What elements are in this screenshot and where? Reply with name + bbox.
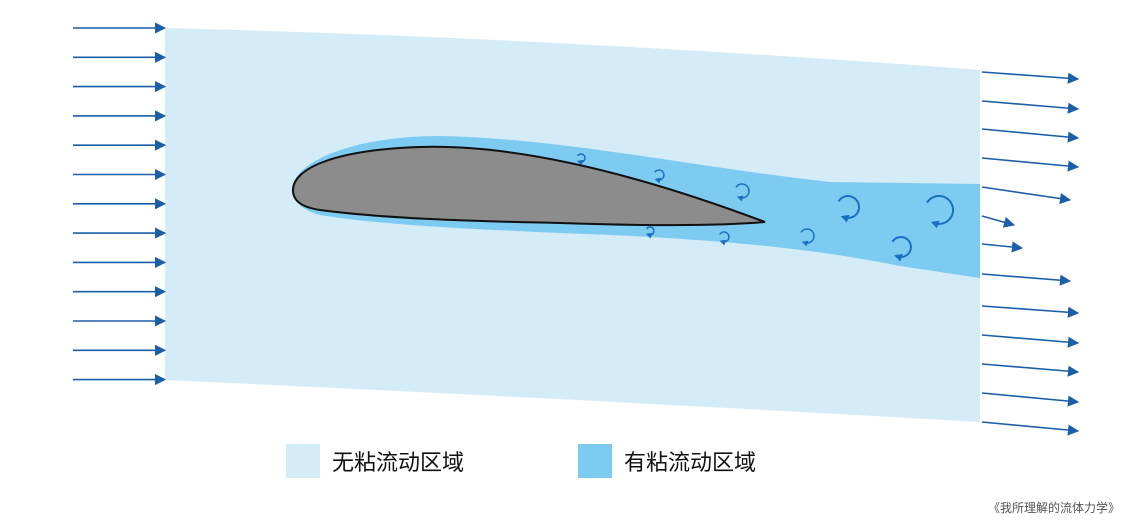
airfoil-shape (291, 145, 766, 227)
arrow-right-icon (981, 273, 1072, 286)
wake-vortices (576, 153, 955, 262)
airflow-diagram (73, 22, 1080, 436)
arrow-right-icon (981, 392, 1080, 407)
vortex-icon (800, 228, 815, 247)
arrow-right-icon (981, 421, 1080, 436)
arrow-right-icon (981, 241, 1024, 253)
legend-viscous-label: 有粘流动区域 (624, 451, 757, 476)
legend-inviscid-label: 无粘流动区域 (332, 451, 465, 476)
vortex-icon (645, 226, 655, 239)
legend-inviscid-swatch (286, 444, 320, 478)
vortex-icon (735, 183, 750, 202)
vortex-icon (837, 195, 860, 223)
arrow-right-icon (981, 100, 1080, 114)
outlet-flow-arrows (981, 71, 1080, 436)
arrow-right-icon (981, 363, 1080, 377)
arrow-right-icon (981, 215, 1016, 228)
vortex-icon (576, 153, 586, 166)
arrow-right-icon (981, 71, 1080, 84)
vortex-icon (719, 231, 730, 246)
legend-inviscid: 无粘流动区域 (286, 443, 464, 479)
legend-viscous: 有粘流动区域 (578, 443, 756, 479)
source-credit: 《我所理解的流体力学》 (987, 501, 1120, 515)
arrow-right-icon (981, 157, 1080, 172)
legend-viscous-swatch (578, 444, 612, 478)
vortex-icon (654, 169, 665, 184)
arrow-right-icon (981, 128, 1080, 143)
arrow-right-icon (981, 334, 1080, 348)
vortex-icon (891, 236, 912, 262)
vortex-icon (926, 194, 955, 229)
arrow-right-icon (981, 186, 1072, 205)
arrow-right-icon (981, 305, 1080, 318)
inlet-flow-arrows (73, 22, 167, 386)
